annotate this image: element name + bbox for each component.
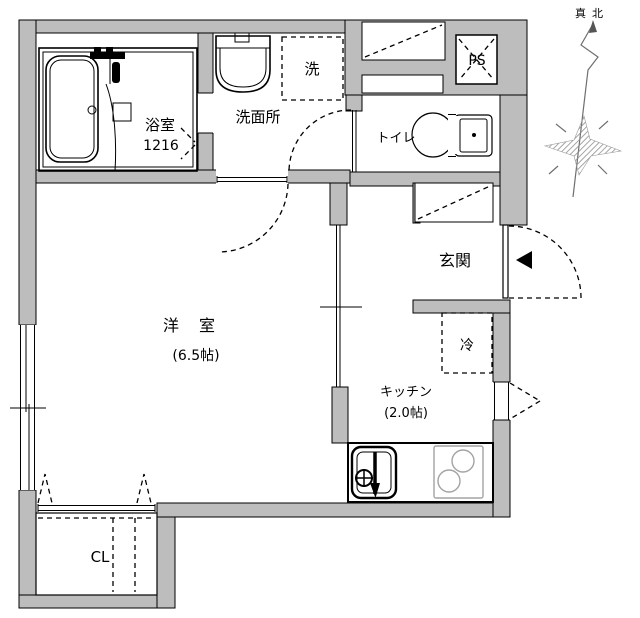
kitchen-label: キッチン	[380, 385, 432, 400]
north-arrowhead-icon	[589, 20, 597, 33]
kitchen: 冷 キッチン (2.0帖)	[347, 312, 541, 503]
washroom: 洗面所 洗	[215, 32, 344, 253]
shower-head	[112, 62, 120, 83]
compass-star-icon	[543, 115, 623, 176]
wall-hall-stub	[329, 182, 348, 226]
bath-door-dash	[180, 127, 196, 143]
upper-storage-diagonal	[364, 24, 443, 58]
refrigerator-space	[441, 312, 493, 374]
entrance: 玄関	[414, 182, 582, 299]
wall-closet-bottom	[18, 594, 176, 609]
kitchen-window-gap	[492, 382, 511, 420]
wall-left-upper	[18, 19, 37, 326]
bath-faucet	[90, 52, 125, 59]
basin-faucet	[234, 32, 250, 43]
kitchen-size-label: (2.0帖)	[384, 406, 428, 421]
wall-left-lower	[18, 489, 37, 609]
bath-drain	[87, 105, 97, 115]
western-room-size-label: (6.5帖)	[172, 348, 219, 364]
upper-storage	[361, 21, 446, 61]
toilet-label: トイレ	[376, 131, 415, 146]
shoe-storage-diagonal	[417, 185, 491, 220]
entrance-door	[502, 224, 509, 299]
refrigerator-label: 冷	[460, 338, 474, 354]
bath-stool	[112, 102, 132, 122]
closet-label: CL	[91, 548, 110, 566]
western-room-label: 洋 室	[163, 316, 217, 335]
bathroom-door-gap	[197, 93, 214, 133]
shoe-storage	[414, 182, 494, 223]
laundry-label: 洗	[304, 60, 319, 78]
toilet-door-arc	[288, 109, 352, 173]
wall-toilet-door-stub	[345, 94, 363, 112]
wall-bottom	[156, 502, 511, 518]
bathroom: 浴室 1216	[38, 47, 198, 172]
wall-kitchen-stub	[331, 386, 349, 444]
closet-fold-indicator-1	[37, 473, 53, 504]
entrance-label: 玄関	[439, 251, 471, 270]
laundry-space	[281, 36, 344, 101]
wash-basin	[215, 35, 271, 93]
western-room: 洋 室 (6.5帖)	[10, 225, 362, 490]
compass: 真北	[543, 6, 623, 198]
toilet-shelf	[361, 74, 444, 94]
bathroom-label: 浴室	[145, 116, 175, 134]
closet-fold-indicator-2	[136, 473, 152, 504]
stove-burner-2	[437, 469, 461, 493]
wall-bath-bottom	[35, 169, 218, 184]
washroom-door-arc	[217, 183, 289, 253]
toilet-bowl	[411, 112, 455, 158]
closet-box	[35, 512, 158, 596]
wall-right-upper	[499, 94, 528, 226]
closet: CL	[35, 473, 158, 596]
entrance-door-arc	[508, 225, 582, 299]
kitchen-window-swing	[509, 382, 541, 402]
unit-bath-outer	[38, 47, 198, 172]
wall-washroom-bottom-right	[286, 169, 351, 184]
ps-label: PS	[468, 53, 485, 69]
washroom-door-gap	[216, 169, 288, 184]
entrance-direction-triangle-icon	[516, 251, 532, 269]
toilet-room: トイレ	[288, 109, 493, 173]
stove-burner-1	[451, 449, 475, 473]
bath-partition-curve	[105, 83, 117, 172]
north-label: 真北	[575, 6, 609, 20]
bathroom-size-label: 1216	[143, 138, 179, 154]
bathtub	[45, 55, 99, 163]
wall-right-lower	[492, 419, 511, 518]
top-right-units: PS	[361, 21, 498, 94]
washroom-label: 洗面所	[235, 108, 280, 126]
wall-closet-right	[156, 502, 176, 609]
wall-entrance-bottom	[412, 299, 511, 314]
north-arrow-line	[572, 23, 599, 198]
